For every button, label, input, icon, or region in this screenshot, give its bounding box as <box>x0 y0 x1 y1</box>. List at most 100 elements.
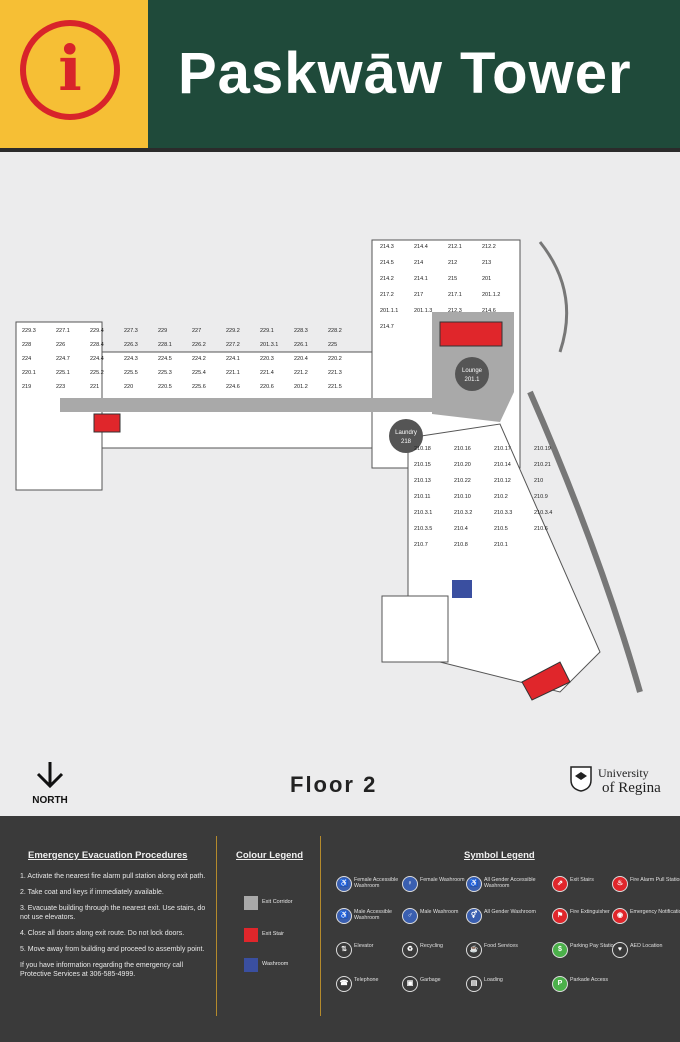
recycling-icon: ♻ <box>402 942 418 958</box>
symbol-label: Female Washroom <box>420 877 465 883</box>
university-name-line2: of Regina <box>602 780 661 796</box>
room-number: 220 <box>124 384 133 390</box>
washroom-swatch <box>244 958 258 972</box>
room-number: 210.3.5 <box>414 526 432 532</box>
room-number: 210.20 <box>454 462 471 468</box>
room-number: 214.5 <box>380 260 394 266</box>
emergency-notification-icon: ◉ <box>612 908 628 924</box>
floor-label: Floor 2 <box>290 772 378 797</box>
lounge-circle <box>455 357 489 391</box>
header-bar: i Paskwāw Tower <box>0 0 680 152</box>
exit-corridor-label: Exit Corridor <box>262 899 293 905</box>
lounge-label: Lounge <box>462 368 483 374</box>
room-number: 214.6 <box>482 308 496 314</box>
north-arrow: NORTH <box>30 760 70 806</box>
room-number: 224.3 <box>124 356 138 362</box>
room-number: 221 <box>90 384 99 390</box>
room-number: 217 <box>414 292 423 298</box>
all-gender-icon: ⚥ <box>466 908 482 924</box>
room-number: 229.3 <box>22 328 36 334</box>
room-number: 210 <box>534 478 543 484</box>
room-number: 227.3 <box>124 328 138 334</box>
room-number: 201.2 <box>294 384 308 390</box>
symbol-label: Female Accessible Washroom <box>354 877 399 890</box>
room-number: 201.3.1 <box>260 342 278 348</box>
university-logo: University of Regina <box>570 764 670 804</box>
symbol-label: Elevator <box>354 943 374 949</box>
symbol-label: Male Washroom <box>420 909 459 915</box>
room-number: 210.9 <box>534 494 548 500</box>
room-number: 224.6 <box>226 384 240 390</box>
symbol-label: Loading <box>484 977 503 983</box>
divider <box>216 836 217 1016</box>
room-number: 210.7 <box>414 542 428 548</box>
room-number: 210.2 <box>494 494 508 500</box>
legend-panel: Emergency Evacuation Procedures 1. Activ… <box>0 816 680 1042</box>
room-number: 226.2 <box>192 342 206 348</box>
female-icon: ♀ <box>402 876 418 892</box>
room-number: 210.3.2 <box>454 510 472 516</box>
room-number: 210.19 <box>534 446 551 452</box>
room-number: 221.2 <box>294 370 308 376</box>
colour-legend-title: Colour Legend <box>236 850 304 861</box>
symbol-label: Parkade Access <box>570 977 608 983</box>
room-number: 229.4 <box>90 328 104 334</box>
room-number: 221.5 <box>328 384 342 390</box>
symbol-label: Telephone <box>354 977 379 983</box>
procedure-step: 1. Activate the nearest fire alarm pull … <box>20 873 206 880</box>
room-number: 210.8 <box>454 542 468 548</box>
room-number: 217.1 <box>448 292 462 298</box>
room-number: 228.2 <box>328 328 342 334</box>
north-label: NORTH <box>32 795 68 806</box>
curved-walkway <box>527 390 643 693</box>
procedure-step: 4. Close all doors along exit route. Do … <box>20 930 185 937</box>
symbol-label: Emergency Notification <box>630 909 680 915</box>
laundry-circle <box>389 419 423 453</box>
symbol-label: Garbage <box>420 977 441 983</box>
procedures-list: 1. Activate the nearest fire alarm pull … <box>20 872 210 986</box>
info-panel: i <box>0 0 148 148</box>
room-number: 212.2 <box>482 244 496 250</box>
room-number: 221.3 <box>328 370 342 376</box>
procedure-step: 3. Evacuate building through the nearest… <box>20 905 206 921</box>
room-number: 224.4 <box>90 356 104 362</box>
room-number: 226.1 <box>294 342 308 348</box>
room-number: 210.3.1 <box>414 510 432 516</box>
room-number: 220.1 <box>22 370 36 376</box>
male-icon: ♂ <box>402 908 418 924</box>
room-number: 214.2 <box>380 276 394 282</box>
room-number: 224.1 <box>226 356 240 362</box>
room-number: 224.2 <box>192 356 206 362</box>
room-number: 225.5 <box>124 370 138 376</box>
room-number: 226.3 <box>124 342 138 348</box>
room-number: 223 <box>56 384 65 390</box>
symbol-label: All Gender Accessible Washroom <box>484 877 536 890</box>
symbol-label: Food Services <box>484 943 518 949</box>
room-number: 210.14 <box>494 462 511 468</box>
symbol-label: Male Accessible Washroom <box>354 909 392 922</box>
symbol-label: Exit Stairs <box>570 877 594 883</box>
room-number: 228.4 <box>90 342 104 348</box>
room-number: 212.3 <box>448 308 462 314</box>
room-number: 201.1.3 <box>414 308 432 314</box>
room-number: 210.11 <box>414 494 430 500</box>
room-number: 221.4 <box>260 370 274 376</box>
room-number: 227.1 <box>56 328 70 334</box>
room-number: 220.6 <box>260 384 274 390</box>
crest-icon <box>570 766 592 792</box>
washroom-marker <box>452 580 472 598</box>
room-number: 225.2 <box>90 370 104 376</box>
room-number: 210.22 <box>454 478 471 484</box>
divider <box>320 836 321 1016</box>
room-number: 220.3 <box>260 356 274 362</box>
laundry-number: 218 <box>401 439 412 445</box>
exit-corridor-swatch <box>244 896 258 910</box>
room-number: 229.2 <box>226 328 240 334</box>
room-number: 225.1 <box>56 370 70 376</box>
room-number: 214.1 <box>414 276 428 282</box>
room-number: 210.5 <box>494 526 508 532</box>
room-number: 210.16 <box>454 446 471 452</box>
room-number: 227.2 <box>226 342 240 348</box>
